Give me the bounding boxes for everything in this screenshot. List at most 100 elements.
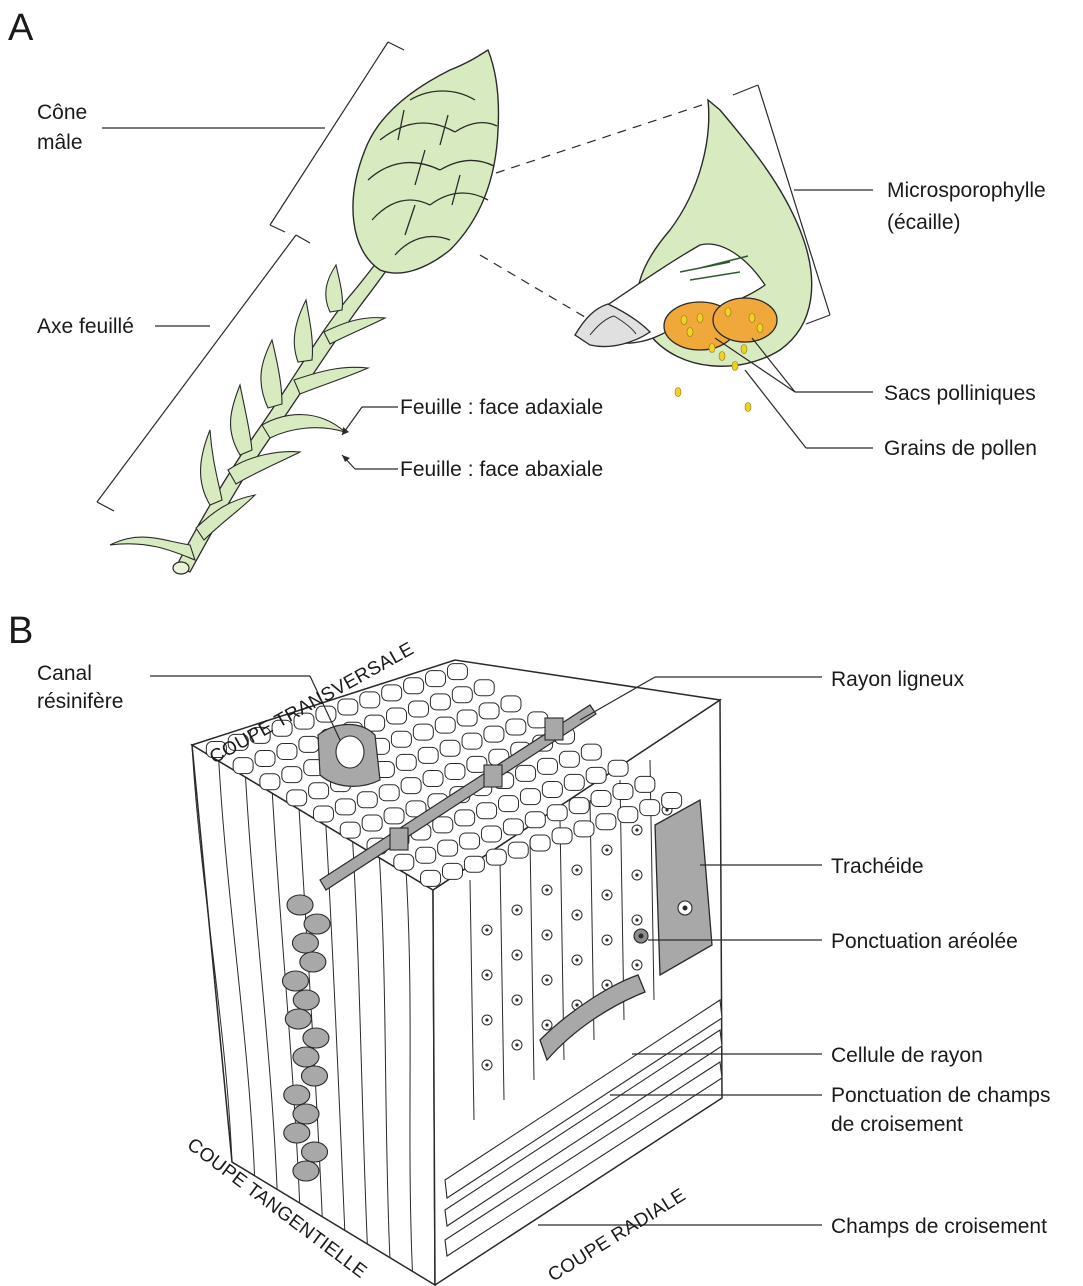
pollen-grain [732, 362, 738, 371]
pollen-grain [681, 316, 687, 325]
transverse-cell [360, 692, 380, 708]
panel-b-letter: B [8, 610, 33, 652]
transverse-cell [416, 847, 436, 863]
transverse-cell [335, 799, 355, 815]
pit-aperture [515, 908, 518, 911]
transverse-cell [426, 671, 446, 687]
transverse-cell [564, 774, 584, 790]
leaf-face-leaders [342, 407, 398, 469]
transverse-cell [477, 803, 497, 819]
transverse-cell [520, 789, 540, 805]
pit-aperture [545, 978, 548, 981]
resin-cell [303, 1028, 329, 1048]
pollen-grain [741, 345, 747, 354]
resin-cell [292, 933, 318, 953]
label-microsporophyll-line1: Microsporophylle [887, 179, 1046, 202]
transverse-cell [474, 680, 494, 696]
resin-cell [293, 1047, 319, 1067]
transverse-cell [508, 842, 528, 858]
transverse-cell [396, 754, 416, 770]
label-leaf-abaxial: Feuille : face abaxiale [400, 458, 603, 481]
pit-aperture [515, 998, 518, 1001]
label-resin-canal-line1: Canal [37, 662, 92, 685]
resin-cell [284, 1123, 310, 1143]
pit-aperture [485, 928, 488, 931]
transverse-cell [542, 782, 562, 798]
male-cone-drawing [353, 50, 499, 273]
label-cross-field: Champs de croisement [831, 1215, 1047, 1238]
label-ray-cell: Cellule de rayon [831, 1044, 983, 1067]
pit-aperture [635, 963, 638, 966]
transverse-cell [382, 685, 402, 701]
transverse-cell [525, 812, 545, 828]
pit-aperture [545, 933, 548, 936]
transverse-cell [481, 826, 501, 842]
transverse-cell [418, 747, 438, 763]
transverse-cell [613, 783, 633, 799]
pit-aperture [575, 868, 578, 871]
transverse-cell [569, 798, 589, 814]
resin-canal-drawing [318, 724, 380, 786]
transverse-cell [537, 758, 557, 774]
transverse-cell [413, 724, 433, 740]
transverse-cell [484, 726, 504, 742]
pit-aperture [605, 983, 608, 986]
transverse-cell [282, 767, 302, 783]
transverse-cell [401, 778, 421, 794]
transverse-cell [581, 744, 601, 760]
transverse-cell [503, 819, 523, 835]
resin-cell [284, 1085, 310, 1105]
transverse-cell [391, 731, 411, 747]
transverse-cell [408, 701, 428, 717]
resin-cell [285, 1009, 311, 1029]
resin-cell [293, 1161, 319, 1181]
label-cross-field-pit-line1: Ponctuation de champs [831, 1084, 1050, 1107]
microsporophyll-drawing [575, 85, 873, 366]
pollen-grain [757, 324, 763, 333]
transverse-cell [447, 664, 467, 680]
pit-aperture [605, 848, 608, 851]
transverse-cell [440, 740, 460, 756]
transverse-cell [384, 808, 404, 824]
label-bordered-pit: Ponctuation aréolée [831, 930, 1018, 953]
pollen-grain [697, 314, 703, 323]
resin-cell [282, 971, 308, 991]
transverse-cell [462, 733, 482, 749]
label-leafy-axis: Axe feuillé [37, 315, 134, 338]
transverse-cell [516, 765, 536, 781]
transverse-cell [309, 783, 329, 799]
label-resin-canal-line2: résinifère [37, 690, 123, 713]
transverse-cell [640, 800, 660, 816]
zoom-line-bottom [480, 255, 590, 320]
label-leaf-adaxial: Feuille : face adaxiale [400, 396, 603, 419]
pit-aperture [635, 918, 638, 921]
transverse-cell [338, 699, 358, 715]
resin-cell [300, 952, 326, 972]
transverse-cell [433, 817, 453, 833]
transverse-cell [479, 703, 499, 719]
pit-aperture [605, 938, 608, 941]
leafy-axis-drawing [110, 258, 392, 574]
transverse-cell [394, 854, 414, 870]
transverse-cell [452, 687, 472, 703]
transverse-cell [299, 736, 319, 752]
label-microsporophyll-line2: (écaille) [887, 211, 961, 234]
pollen-grain [675, 388, 681, 397]
transverse-cell [596, 814, 616, 830]
transverse-cell [457, 710, 477, 726]
pollen-grain [749, 314, 755, 323]
transverse-cell [635, 776, 655, 792]
pit-aperture [605, 893, 608, 896]
pit-aperture [515, 953, 518, 956]
pit-aperture [515, 1043, 518, 1046]
label-male-cone-line1: Cône [37, 101, 87, 124]
pit-aperture [545, 888, 548, 891]
pit-aperture [575, 958, 578, 961]
pit-aperture [575, 913, 578, 916]
pollen-leaders [715, 338, 873, 448]
pit-aperture [635, 828, 638, 831]
pollen-grain [687, 328, 693, 337]
transverse-cell [501, 696, 521, 712]
transverse-cell [287, 790, 307, 806]
resin-cell [301, 1066, 327, 1086]
